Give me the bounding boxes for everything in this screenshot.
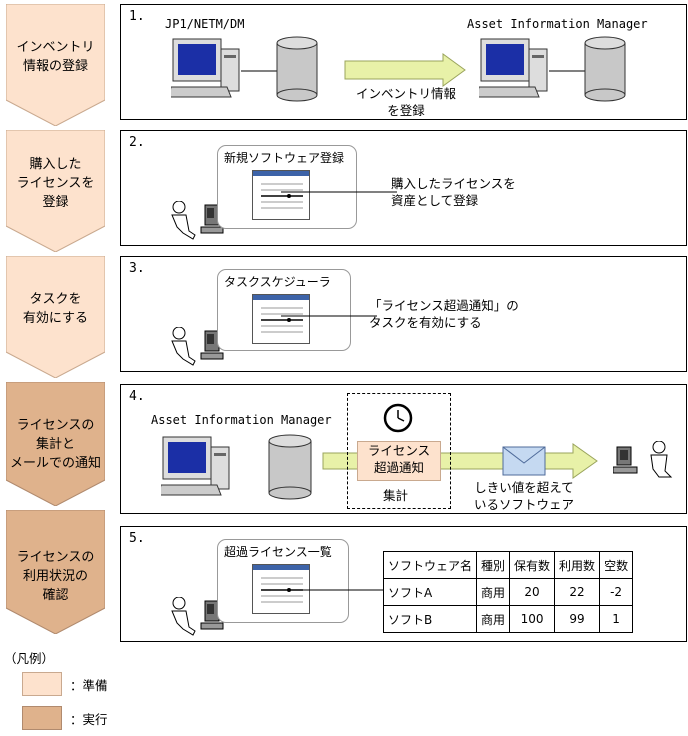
legend-exec-label: ：実行 (70, 712, 108, 727)
column-header: 種別 (476, 551, 511, 579)
step-chevron-3: タスクを 有効にする (6, 256, 105, 378)
source-title: JP1/NETM/DM (165, 17, 245, 31)
mail-caption: しきい値を超えて いるソフトウェア (473, 480, 574, 512)
server-database-icon (479, 36, 626, 102)
table-cell: 1 (599, 605, 634, 633)
step-number: 1. (129, 9, 145, 24)
column-header: 利用数 (554, 551, 601, 579)
user-at-computer-icon (171, 201, 224, 240)
window-titlebar (253, 295, 309, 300)
column-header: ソフトウェア名 (382, 551, 478, 579)
window-titlebar (253, 565, 309, 570)
server-title: Asset Information Manager (151, 413, 332, 427)
server-database-icon (161, 434, 312, 500)
table-cell: 22 (554, 578, 601, 606)
window-group: 超過ライセンス一覧 (217, 539, 349, 623)
window-titlebar (253, 171, 309, 176)
step-chevron-2: 購入した ライセンスを 登録 (6, 130, 105, 252)
table-cell: 商用 (476, 605, 511, 633)
step-label: ライセンスの 集計と メールでの通知 (9, 418, 101, 471)
form-lines-icon (261, 183, 303, 209)
window-group: タスクスケジューラ (217, 269, 351, 351)
legend-exec-swatch (22, 706, 62, 730)
excess-license-window (252, 564, 310, 614)
step-number: 3. (129, 261, 145, 276)
clock-icon (383, 403, 413, 433)
legend-prep-swatch (22, 672, 62, 696)
step-number: 5. (129, 531, 145, 546)
task-scheduler-window (252, 294, 310, 344)
step-label: インベントリ 情報の登録 (16, 40, 95, 74)
step-label: ライセンスの 利用状況の 確認 (16, 550, 95, 603)
table-cell: 99 (554, 605, 601, 633)
table-row: ソフトB 商用 100 99 1 (382, 605, 634, 633)
step-number: 2. (129, 135, 145, 150)
panel-aggregate-notify: 4. Asset Information Manager ライセンス 超過通知 … (120, 384, 687, 514)
window-group: 新規ソフトウェア登録 (217, 145, 357, 229)
table-cell: -2 (599, 578, 634, 606)
arrow-caption: インベントリ情報 を登録 (355, 86, 456, 118)
user-at-computer-icon (171, 327, 224, 366)
chevron-shape (6, 4, 105, 126)
table-cell: 100 (509, 605, 556, 633)
step-number: 4. (129, 389, 145, 404)
step-label: 購入した ライセンスを 登録 (16, 157, 95, 210)
step-chevron-5: ライセンスの 利用状況の 確認 (6, 510, 105, 634)
window-title: 超過ライセンス一覧 (224, 545, 332, 559)
legend-prep-label: ：準備 (70, 678, 108, 693)
user-at-computer-icon (171, 597, 224, 636)
legend-title: （凡例） (4, 651, 55, 666)
chevron-shape (6, 510, 105, 634)
panel-license-register: 2. 新規ソフトウェア登録 購入したライセンスを 資産として登録 (120, 130, 687, 246)
right-arrow-icon (344, 53, 466, 87)
pointer-line (281, 589, 383, 591)
pointer-line (281, 191, 397, 193)
user-at-computer-icon (613, 441, 673, 478)
task-note: 「ライセンス超過通知」の タスクを有効にする (369, 298, 519, 330)
software-register-window (252, 170, 310, 220)
license-table: ソフトウェア名 種別 保有数 利用数 空数 ソフトA 商用 20 22 -2 ソ… (382, 551, 634, 633)
table-cell: 20 (509, 578, 556, 606)
panel-license-status: 5. 超過ライセンス一覧 ソフトウェア名 種別 保有数 利用数 空 (120, 526, 687, 642)
panel-task-enable: 3. タスクスケジューラ 「ライセンス超過通知」の タスクを有効にする (120, 256, 687, 372)
pointer-line (281, 315, 377, 317)
step-chevron-4: ライセンスの 集計と メールでの通知 (6, 382, 105, 506)
mail-envelope-icon (502, 446, 546, 476)
chevron-shape (6, 256, 105, 378)
table-row: ソフトA 商用 20 22 -2 (382, 578, 634, 606)
chevron-shape (6, 130, 105, 252)
aggregate-label: 集計 (383, 488, 409, 503)
step-label: タスクを 有効にする (22, 292, 89, 326)
table-cell: 商用 (476, 578, 511, 606)
table-cell: ソフトB (382, 605, 478, 633)
chevron-shape (6, 382, 105, 506)
target-title: Asset Information Manager (467, 17, 648, 31)
step-chevron-1: インベントリ 情報の登録 (6, 4, 105, 126)
license-notice-box: ライセンス 超過通知 (357, 441, 441, 481)
panel-inventory: 1. JP1/NETM/DM Asset Information Manager… (120, 4, 687, 120)
register-note: 購入したライセンスを 資産として登録 (391, 176, 516, 208)
computer-database-icon (171, 36, 318, 102)
table-header-row: ソフトウェア名 種別 保有数 利用数 空数 (382, 551, 634, 579)
table-cell: ソフトA (382, 578, 478, 606)
form-lines-icon (261, 307, 303, 333)
column-header: 保有数 (509, 551, 556, 579)
window-title: 新規ソフトウェア登録 (224, 151, 345, 165)
aggregate-group (347, 393, 451, 509)
column-header: 空数 (599, 551, 634, 579)
window-title: タスクスケジューラ (224, 275, 331, 289)
